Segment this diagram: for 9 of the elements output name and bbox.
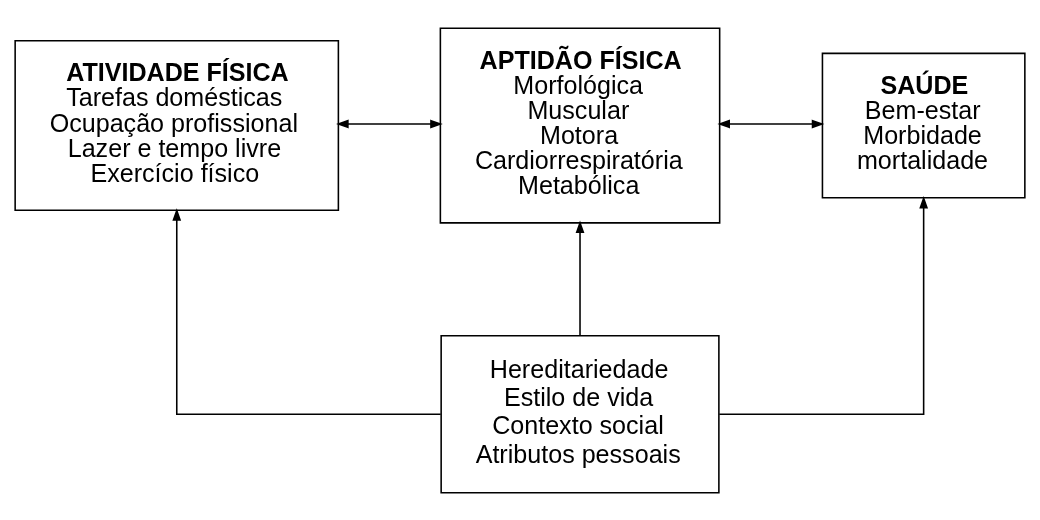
arrow (336, 119, 443, 128)
arrow (172, 207, 442, 415)
arrow (718, 195, 929, 415)
node-box: Hereditariedade Estilo de vida Contexto social Atributos pessoais (440, 334, 720, 493)
node-box: APTIDÃO FÍSICA Morfológica Muscular Motora Cardiorrespiratória Metabólica (439, 27, 721, 224)
arrow (717, 119, 825, 128)
arrow (575, 220, 585, 336)
node-box: ATIVIDADE FÍSICA Tarefas domésticas Ocupação profissional Lazer e tempo livre Exercício físico (14, 39, 340, 211)
node-box: SAÚDE Bem-estar Morbidade mortalidade (821, 52, 1026, 199)
